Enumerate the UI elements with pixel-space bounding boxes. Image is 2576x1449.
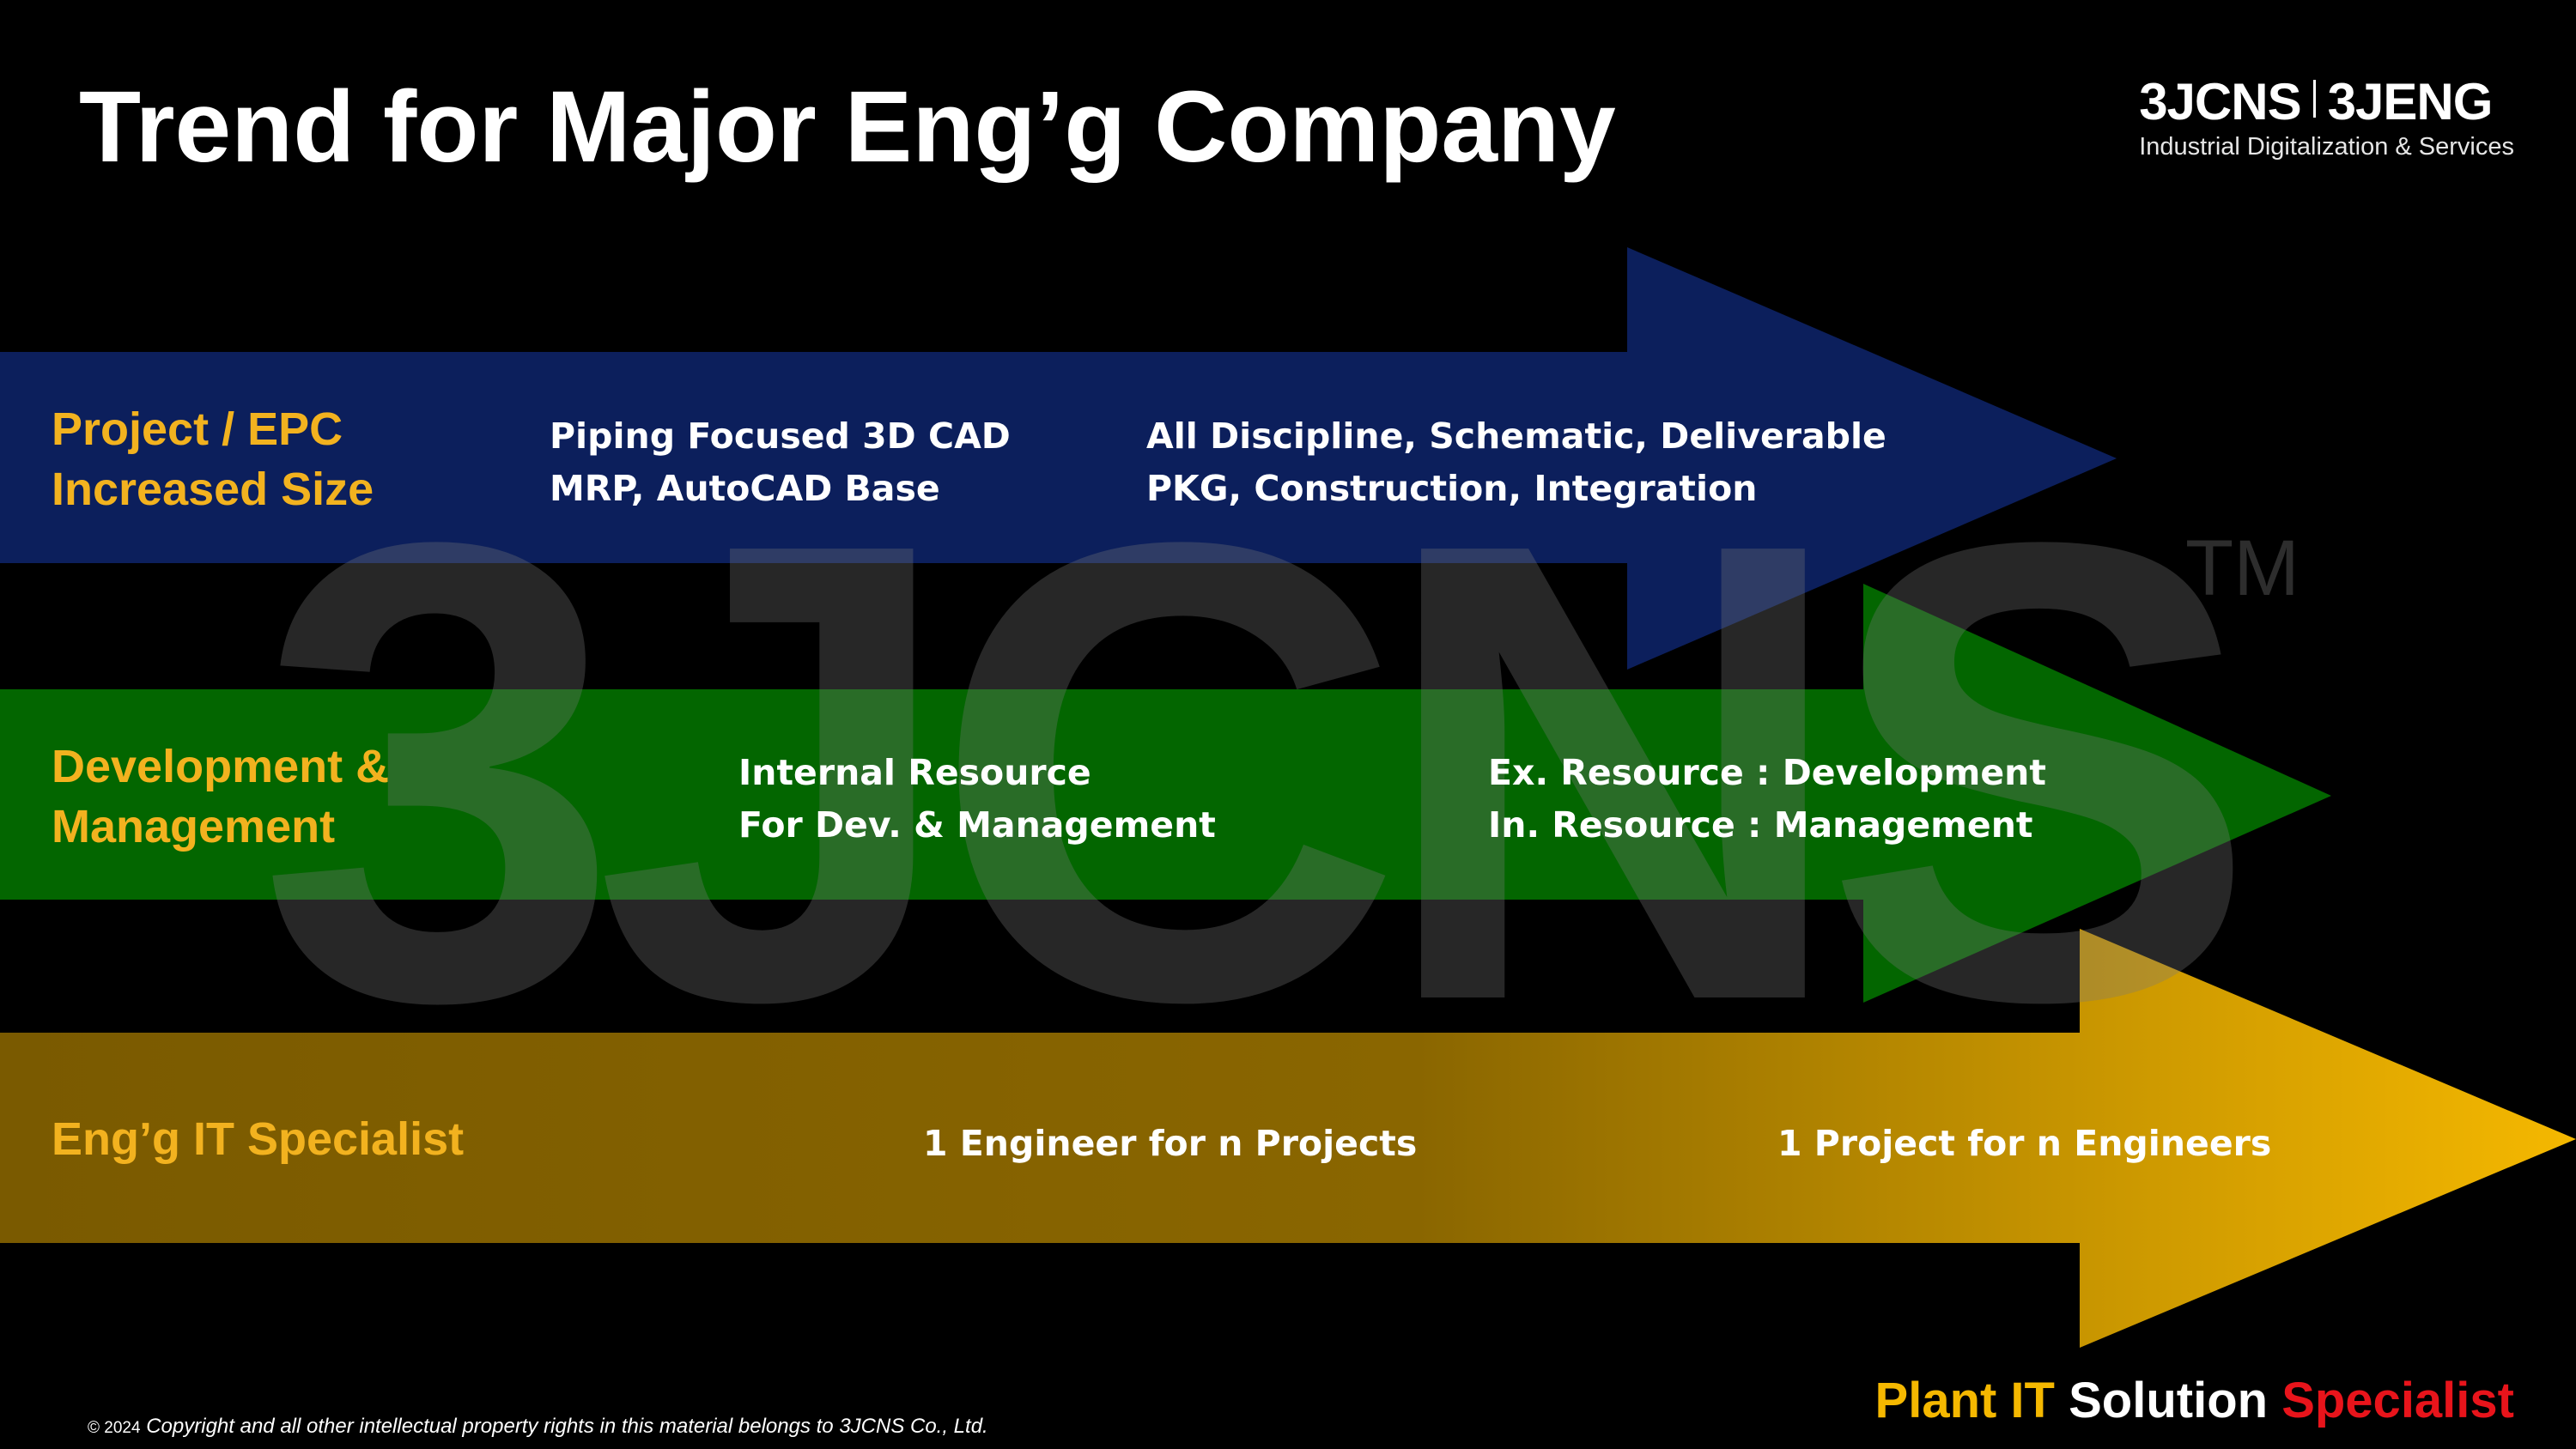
logo-wordmark: 3JCNS 3JENG <box>2139 72 2514 131</box>
stage-text-line: For Dev. & Management <box>738 804 1216 846</box>
logo-subtitle: Industrial Digitalization & Services <box>2139 133 2514 161</box>
copyright-notice: © 2024 Copyright and all other intellect… <box>88 1415 988 1439</box>
row-label-engg-it-specialist: Eng’g IT Specialist <box>52 1109 464 1169</box>
row-development-stage-2: Ex. Resource : Development In. Resource … <box>1488 747 2046 852</box>
row-engg-it-stage-1: 1 Engineer for n Projects <box>923 1118 1417 1170</box>
watermark-3jcns: 3JCNS <box>258 408 2258 1137</box>
row-label-development-management: Development & Management <box>52 737 389 857</box>
watermark-trademark: TM <box>2185 524 2300 612</box>
slogan-word: Plant IT <box>1874 1373 2055 1428</box>
copyright-text: Copyright and all other intellectual pro… <box>146 1415 988 1438</box>
stage-text-line: PKG, Construction, Integration <box>1146 468 1758 509</box>
row-development-stage-1: Internal Resource For Dev. & Management <box>738 747 1216 852</box>
row-project-epc-stage-2: All Discipline, Schematic, Deliverable P… <box>1146 410 1886 515</box>
row-label-line: Project / EPC <box>52 403 343 455</box>
arrow-project-epc <box>0 247 2117 670</box>
row-label-line: Eng’g IT Specialist <box>52 1113 465 1165</box>
slogan-word: Solution <box>2069 1373 2269 1428</box>
row-project-epc-stage-1: Piping Focused 3D CAD MRP, AutoCAD Base <box>550 410 1011 515</box>
slogan-word: Specialist <box>2281 1373 2514 1428</box>
logo-3jcns: 3JCNS <box>2139 73 2301 130</box>
logo-3jeng: 3JENG <box>2327 73 2494 130</box>
row-label-line: Development & <box>52 741 390 792</box>
copyright-year: © 2024 <box>88 1419 141 1437</box>
row-label-line: Management <box>52 801 336 852</box>
stage-text-line: Piping Focused 3D CAD <box>550 415 1011 457</box>
row-engg-it-stage-2: 1 Project for n Engineers <box>1777 1118 2271 1170</box>
stage-text-line: 1 Engineer for n Projects <box>923 1123 1418 1164</box>
logo-separator <box>2312 80 2316 118</box>
stage-text-line: Internal Resource <box>738 752 1091 793</box>
stage-text-line: Ex. Resource : Development <box>1488 752 2046 793</box>
stage-text-line: 1 Project for n Engineers <box>1777 1123 2272 1164</box>
stage-text-line: In. Resource : Management <box>1488 804 2033 846</box>
arrow-development-management <box>0 584 2331 1003</box>
slogan: Plant IT Solution Specialist <box>1875 1372 2514 1429</box>
company-logo: 3JCNS 3JENG Industrial Digitalization & S… <box>2139 72 2514 161</box>
stage-text-line: MRP, AutoCAD Base <box>550 468 940 509</box>
arrow-engg-it-specialist <box>0 929 2576 1348</box>
row-label-line: Increased Size <box>52 464 374 515</box>
row-label-project-epc: Project / EPC Increased Size <box>52 399 374 519</box>
page-title: Trend for Major Eng’g Company <box>79 70 1616 184</box>
stage-text-line: All Discipline, Schematic, Deliverable <box>1146 415 1886 457</box>
